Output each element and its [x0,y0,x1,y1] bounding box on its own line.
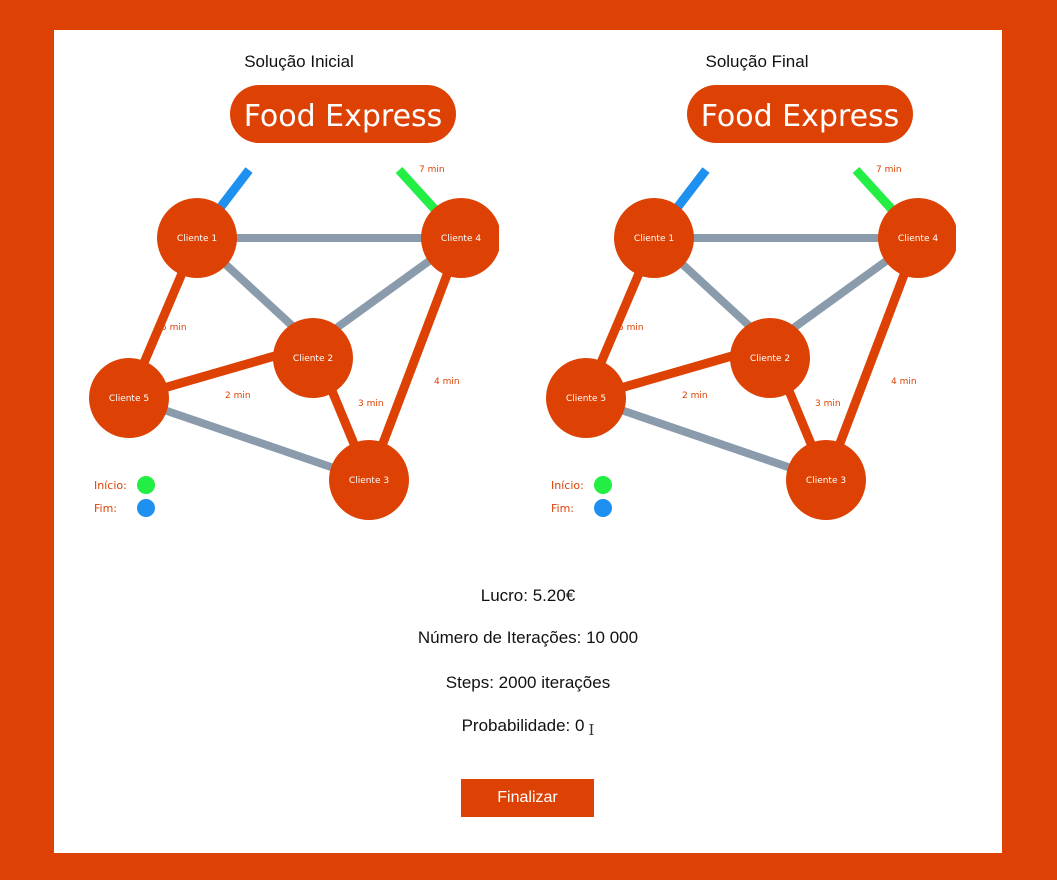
depot-node [687,85,913,143]
route-graph-initial: Food Express 7 min 5 min 2 min 3 min 4 m… [89,85,499,520]
client-node-1 [614,198,694,278]
client-node-2 [273,318,353,398]
legend-start-dot [594,476,612,494]
client-node-4 [878,198,956,278]
edge-label-c1-c5: 5 min [618,323,644,333]
client-label-2: Cliente 2 [750,354,790,364]
probability-text: Probabilidade: 0 [461,716,585,735]
legend-start-label: Início: [551,479,584,492]
finalize-button[interactable]: Finalizar [461,779,594,817]
client-label-5: Cliente 5 [566,394,606,404]
client-label-2: Cliente 2 [293,354,333,364]
legend-end-label: Fim: [94,502,117,515]
client-node-1 [157,198,237,278]
client-node-3 [786,440,866,520]
client-label-1: Cliente 1 [634,234,674,244]
client-node-5 [546,358,626,438]
client-label-4: Cliente 4 [441,234,481,244]
edge-label-fe-c4: 7 min [419,165,445,175]
main-card: Solução Inicial Solução Final Food Expre… [54,30,1002,853]
iterations-text: Número de Iterações: 10 000 [417,628,639,647]
steps-text: Steps: 2000 iterações [445,673,611,692]
legend-start-label: Início: [94,479,127,492]
profit-text: Lucro: 5.20€ [480,586,576,605]
edge-label-c3-c4: 4 min [891,377,917,387]
client-node-4 [421,198,499,278]
edge-label-c3-c4: 4 min [434,377,460,387]
edge-c3-c4 [364,236,466,482]
edge-label-c2-c3: 3 min [358,399,384,409]
route-graph-final: Food Express 7 min 5 min 2 min 3 min 4 m… [546,85,956,520]
text-cursor-icon: I [588,721,595,739]
depot-label: Food Express [244,99,443,134]
client-node-3 [329,440,409,520]
client-label-4: Cliente 4 [898,234,938,244]
legend-start-dot [137,476,155,494]
legend-end-label: Fim: [551,502,574,515]
edge-c3-c4 [821,236,923,482]
edge-label-fe-c4: 7 min [876,165,902,175]
edge-c5-c3 [127,394,371,484]
depot-label: Food Express [701,99,900,134]
client-node-5 [89,358,169,438]
client-label-5: Cliente 5 [109,394,149,404]
legend-end-dot [137,499,155,517]
edge-c5-c3 [584,394,828,484]
panel-title-final: Solução Final [705,52,809,71]
edge-label-c5-c2: 2 min [225,391,251,401]
depot-node [230,85,456,143]
client-label-1: Cliente 1 [177,234,217,244]
panel-title-initial: Solução Inicial [244,52,354,71]
client-node-2 [730,318,810,398]
edge-label-c5-c2: 2 min [682,391,708,401]
client-label-3: Cliente 3 [349,476,389,486]
edge-label-c1-c5: 5 min [161,323,187,333]
legend-end-dot [594,499,612,517]
client-label-3: Cliente 3 [806,476,846,486]
edge-label-c2-c3: 3 min [815,399,841,409]
